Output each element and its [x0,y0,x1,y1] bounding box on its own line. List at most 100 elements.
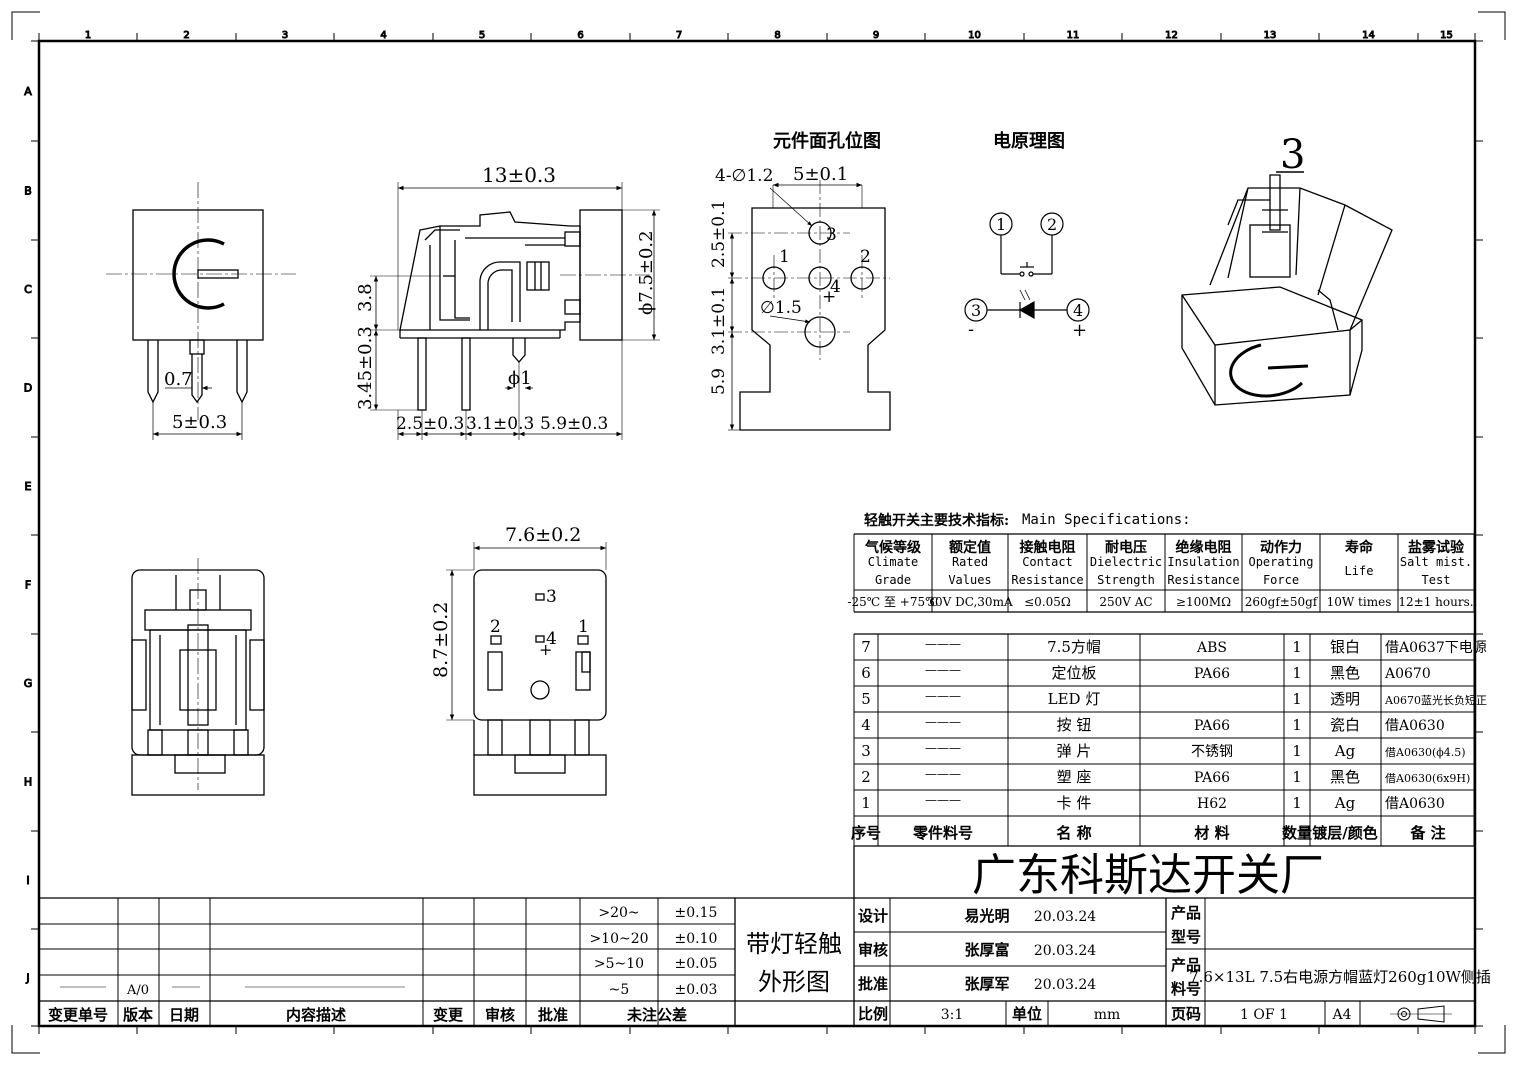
spec-header-cn: 盐雾试验 [1408,539,1465,556]
spec-value: 250V AC [1099,595,1152,609]
bom-row-material: H62 [1197,796,1227,812]
bom-row-name: 定位板 [1051,664,1096,682]
revision-block: A/0变更单号版本日期内容描述变更审核批准未注公差>20~±0.15>10~20… [39,897,854,1026]
bom-row-color: 黑色 [1330,664,1360,682]
revision-header: 版本 [123,1006,153,1024]
specs-table: 气候等级ClimateGrade额定值RatedValues接触电阻Contac… [847,533,1475,613]
bom-row-material: 不锈钢 [1191,744,1233,760]
title-product-desc: 7.6×13L 7.5右电源方帽蓝灯260g10W侧插 [1189,968,1491,986]
dim-front-width: 5±0.3 [172,412,227,433]
spec-header-en: Force [1263,573,1299,587]
spec-header-en: Test [1422,573,1451,587]
dim-side-pin: ϕ1 [508,368,532,389]
bom-row-part: ——— [925,793,961,807]
title-model-label: 型号 [1171,928,1201,946]
revision-header: 日期 [169,1006,199,1024]
spec-header-en: Strength [1097,573,1155,587]
top-pin-1: 1 [578,617,589,637]
spec-value: 30V DC,30mA [927,595,1013,609]
bom-row-note: A0670 [1384,666,1431,682]
bom-row-no: 2 [861,768,871,786]
title-role-label: 批准 [858,975,888,993]
spec-header-cn: 气候等级 [864,539,922,556]
ruler-col-label: 11 [1067,30,1080,41]
spec-header-en: Resistance [1011,573,1083,587]
dim-hole-big: ∅1.5 [760,298,802,318]
title-page-label: 页码 [1171,1005,1201,1023]
spec-header-en: Contact [1022,555,1073,569]
title-person-name: 张厚富 [964,941,1009,959]
tolerance-range: >20~ [598,905,639,921]
bom-row-part: ——— [925,663,961,677]
title-material-label: 产品 [1171,956,1201,974]
specs-title: 轻触开关主要技术指标: [864,512,1009,529]
title-date: 20.03.24 [1034,977,1096,993]
title-scale-value: 3:1 [941,1007,964,1023]
bom-row-qty: 1 [1292,716,1302,734]
dim-top-height: 8.7±0.2 [430,602,452,678]
ruler-col-label: 13 [1264,30,1277,41]
title-page-value: 1 OF 1 [1240,1007,1288,1023]
bom-row-note: 借A0630(6x9H) [1385,772,1470,785]
title-date: 20.03.24 [1034,909,1096,925]
bom-row-qty: 1 [1292,664,1302,682]
title-model-label: 产品 [1171,904,1201,922]
hole-plus: + [822,287,836,307]
iso-view [1181,174,1393,406]
dim-side-h1: 3.8 [355,283,376,312]
tolerance-value: ±0.10 [675,931,718,947]
spec-header-cn: 接触电阻 [1020,539,1076,556]
ruler-col-label: 14 [1362,30,1375,41]
corner-marks [11,11,1506,1054]
ruler-col-label: 6 [577,30,583,41]
title-unit-label: 单位 [1012,1005,1042,1023]
ruler-col-label: 7 [676,30,682,41]
bom-row-part: ——— [925,741,961,755]
revision-version-value: A/0 [126,983,149,998]
tolerance-range: >5~10 [594,956,644,972]
ruler-col-label: 8 [774,30,780,41]
hole-pin-3: 3 [826,225,837,245]
bom-row-part: ——— [925,689,961,703]
top-pin-3: 3 [546,587,557,607]
bom-row-note: 借A0637下电源 [1385,640,1487,656]
bom-header-qty: 数量 [1282,824,1312,842]
bom-row-note: 借A0630 [1385,718,1445,734]
title-role-label: 审核 [858,941,888,959]
bom-row-color: Ag [1334,742,1356,760]
bom-header-name: 名 称 [1056,824,1091,842]
bom-row-qty: 1 [1292,742,1302,760]
revision-header: 变更单号 [48,1006,108,1024]
ruler-row-label: D [24,382,32,395]
top-pin-2: 2 [490,617,501,637]
title-material-label: 料号 [1171,980,1201,998]
spec-header-cn: 寿命 [1345,539,1374,556]
spec-header-cn: 耐电压 [1105,539,1147,556]
dim-front-pin: 0.7 [164,369,193,390]
bom-row-note: A0670蓝光长负短正 [1384,693,1487,707]
title-size-value: A4 [1331,1007,1351,1023]
front-view [106,182,296,440]
spec-header-en: Operating [1248,555,1313,569]
tolerance-range: ~5 [609,982,630,998]
ruler-col-label: 5 [479,30,485,41]
bom-row-material: ABS [1196,640,1227,656]
spec-header-cn: 额定值 [949,539,991,556]
bom-row-qty: 1 [1292,690,1302,708]
circuit-pin-3: 3 [971,301,981,320]
ruler-col-label: 9 [873,30,879,41]
ruler-col-label: 2 [183,30,189,41]
ruler-row-label: I [26,874,29,887]
bom-row-qty: 1 [1292,768,1302,786]
spec-header-en: Values [948,573,991,587]
company-name: 广东科斯达开关厂 [972,850,1324,901]
tolerance-range: >10~20 [589,931,648,947]
spec-value: ≤0.05Ω [1024,595,1071,609]
circuit-minus: - [968,319,974,340]
dim-hole-count: 4-∅1.2 [715,166,773,186]
spec-header-en: Grade [875,573,911,587]
ruler-col-label: 12 [1165,30,1178,41]
spec-header-en: Climate [868,555,919,569]
tolerance-value: ±0.05 [675,956,718,972]
